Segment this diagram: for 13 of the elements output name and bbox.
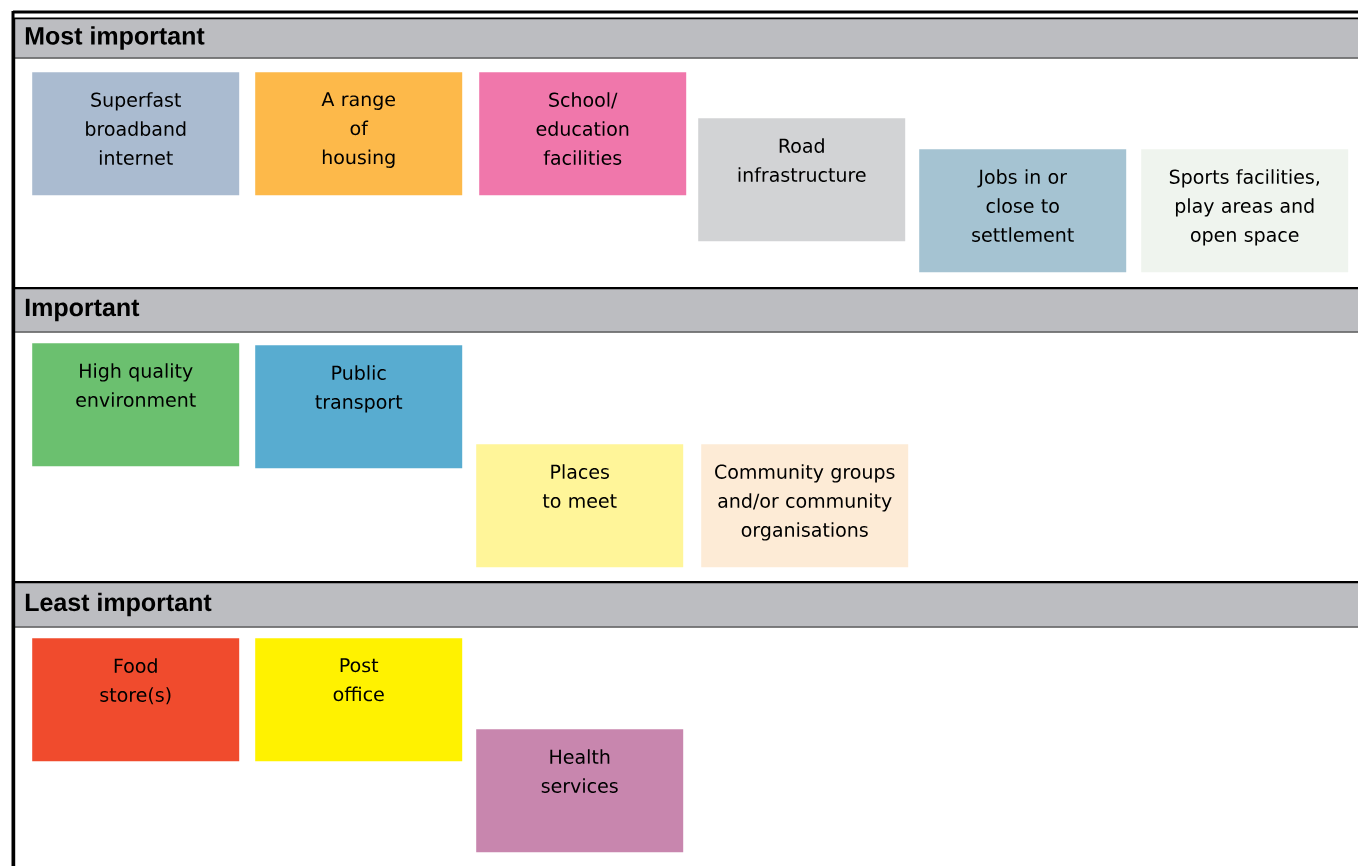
sticky-note: Health services xyxy=(476,729,684,853)
sticky-note: Jobs in or close to settlement xyxy=(919,149,1127,273)
sticky-note: Public transport xyxy=(255,345,463,469)
sticky-note: Places to meet xyxy=(476,444,684,568)
sticky-note: Community groups and/or community organisations xyxy=(701,444,909,568)
sticky-note: Post office xyxy=(255,638,463,762)
sticky-note: Superfast broadband internet xyxy=(32,72,240,196)
sticky-note: Food store(s) xyxy=(32,638,240,762)
sticky-note: A range of housing xyxy=(255,72,463,196)
sticky-note: School/ education facilities xyxy=(479,72,687,196)
sticky-note: Road infrastructure xyxy=(698,118,906,242)
sticky-note: High quality environment xyxy=(32,343,240,467)
sticky-note: Sports facilities, play areas and open space xyxy=(1141,149,1349,273)
